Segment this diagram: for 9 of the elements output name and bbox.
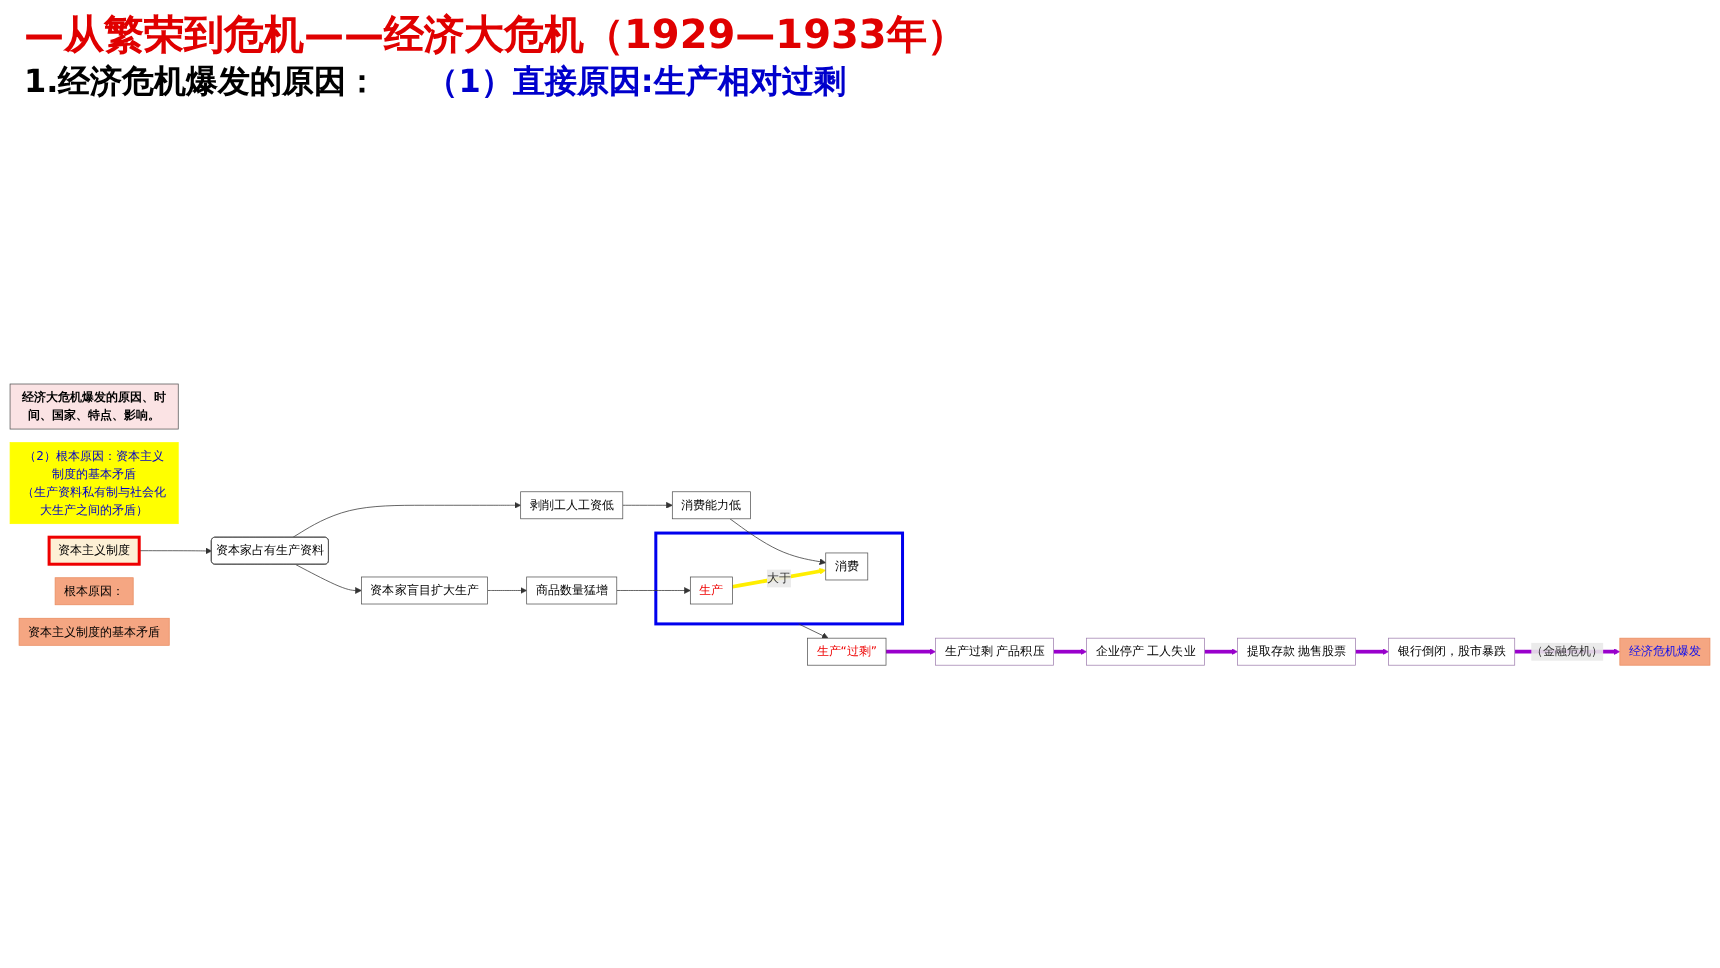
arrow	[1204, 647, 1238, 655]
cluster	[654, 530, 905, 625]
arrow	[1355, 647, 1389, 655]
heading-text: （1）直接原因:生产相对过剩	[426, 62, 846, 104]
title: —从繁荣到危机——经济大危机（1929—1933年）	[24, 8, 967, 62]
arrow	[886, 647, 936, 655]
arrow	[1053, 647, 1087, 655]
arrow	[732, 567, 827, 588]
heading-text: 1.经济危机爆发的原因：	[24, 62, 379, 104]
